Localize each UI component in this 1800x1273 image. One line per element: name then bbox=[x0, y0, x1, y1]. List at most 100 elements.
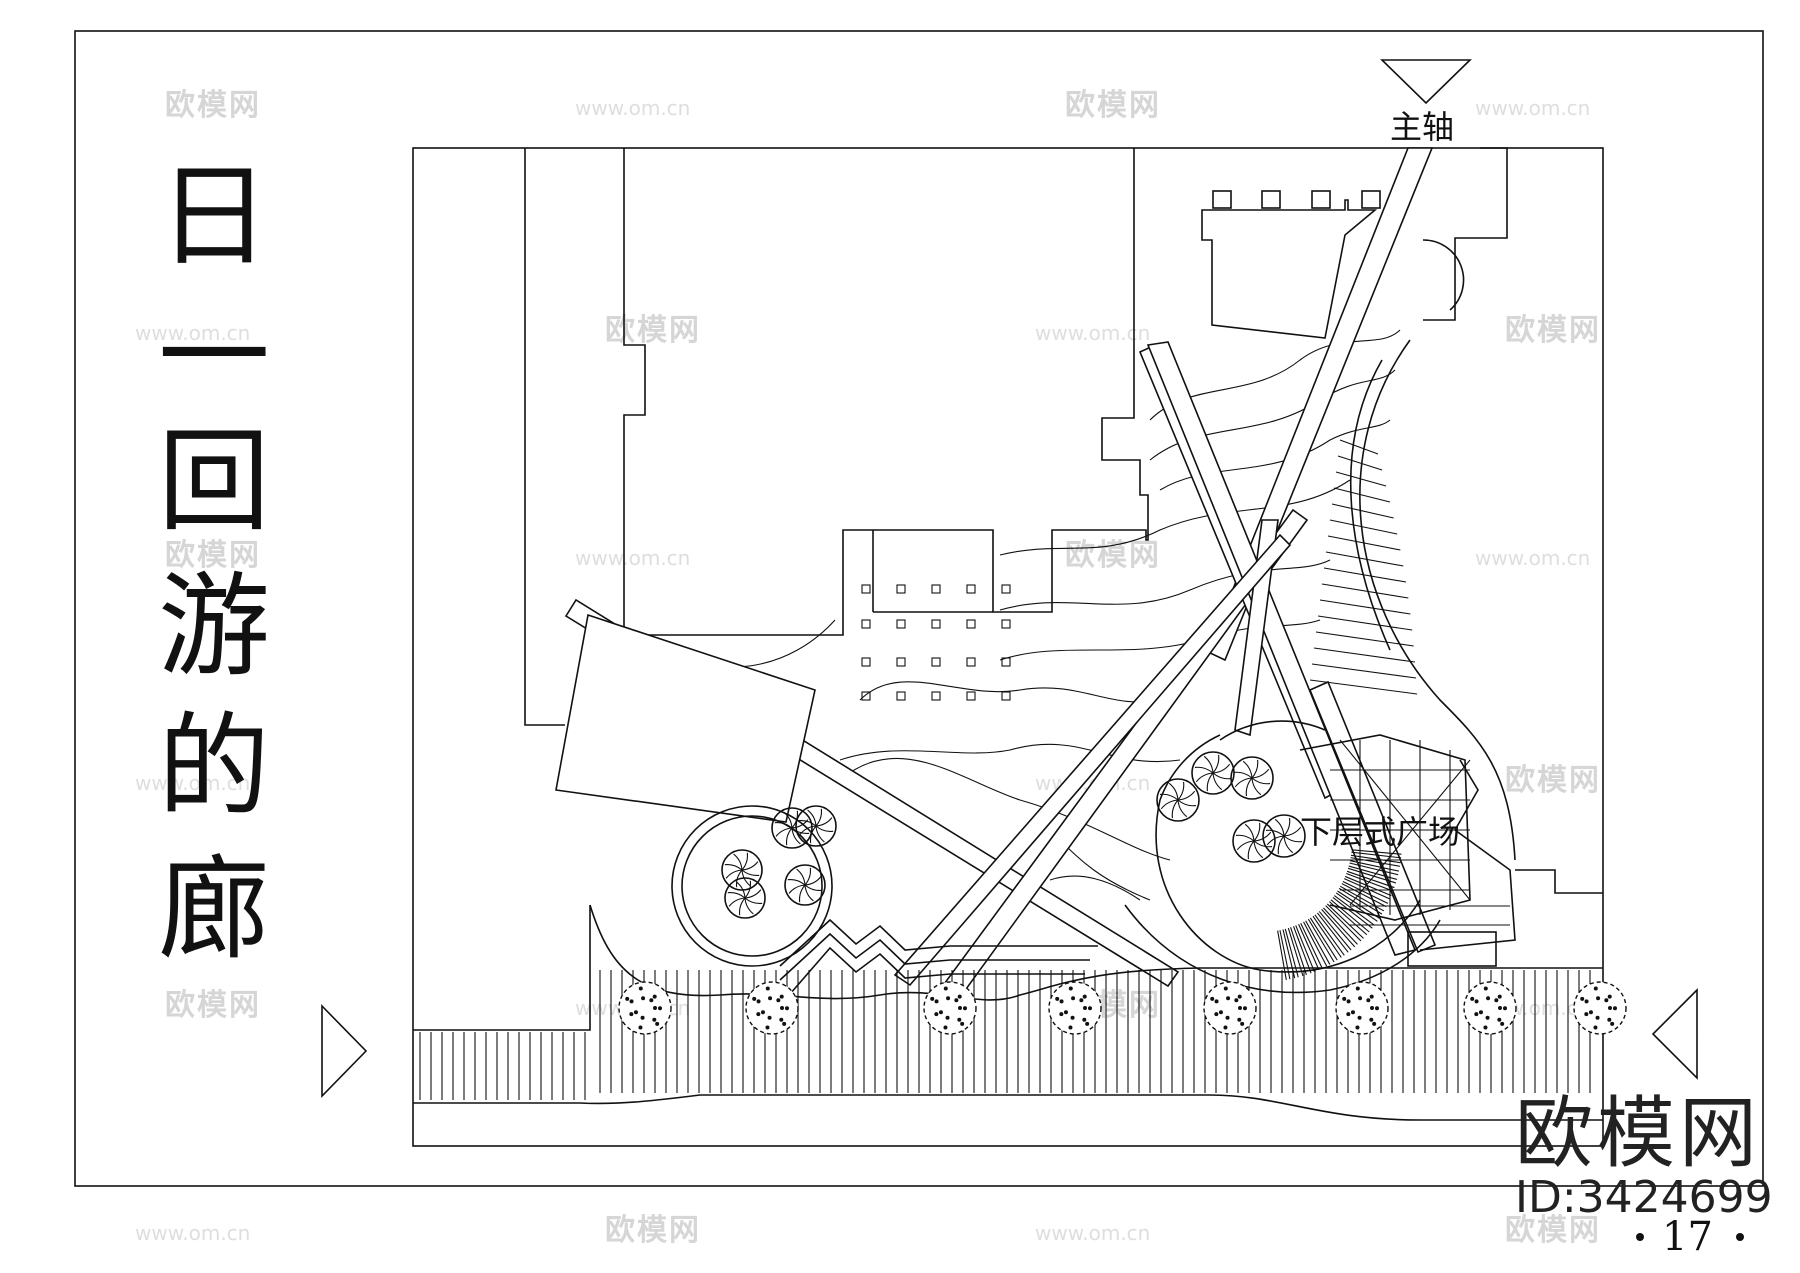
site-boundary bbox=[412, 147, 1604, 1147]
street-tree-icon bbox=[1573, 981, 1627, 1035]
watermark-url: www.om.cn bbox=[575, 96, 690, 120]
watermark-cn: 欧模网 bbox=[165, 88, 261, 123]
tree-pit bbox=[861, 657, 871, 667]
tree-pit bbox=[966, 584, 976, 594]
tree-pit bbox=[966, 691, 976, 701]
tree-pit bbox=[966, 619, 976, 629]
title-char: 廊 bbox=[158, 845, 270, 975]
page-dot-left bbox=[1636, 1233, 1644, 1241]
street-tree-icon bbox=[1203, 981, 1257, 1035]
plaza-step bbox=[1295, 925, 1315, 973]
terrace-step bbox=[1321, 583, 1409, 599]
page-number: 17 bbox=[1636, 1214, 1744, 1260]
terrace-step bbox=[1319, 599, 1411, 615]
plaza-step bbox=[1347, 867, 1397, 884]
plaza-step bbox=[1303, 921, 1328, 967]
plaza-step bbox=[1293, 926, 1312, 974]
lattice-pergola bbox=[1299, 734, 1516, 967]
watermark-cn: 欧模网 bbox=[1065, 538, 1161, 573]
plaza-step bbox=[1309, 917, 1338, 961]
terrace-step bbox=[1311, 663, 1417, 679]
plaza-step bbox=[1337, 890, 1380, 919]
plaza-step bbox=[1348, 865, 1398, 880]
tree-icon bbox=[1232, 819, 1276, 863]
plaza-step bbox=[1307, 918, 1335, 963]
north-arrow-icon bbox=[1380, 59, 1472, 105]
watermark-url: www.om.cn bbox=[135, 1221, 250, 1245]
terrace-step bbox=[1335, 471, 1387, 487]
watermark-cn: 欧模网 bbox=[165, 538, 261, 573]
watermark-cn: 欧模网 bbox=[1505, 313, 1601, 348]
tree-icon bbox=[795, 805, 837, 847]
plaza-step bbox=[1300, 922, 1323, 969]
plaza-step bbox=[1298, 923, 1320, 971]
tree-pit bbox=[966, 657, 976, 667]
watermark-cn: 欧模网 bbox=[605, 1213, 701, 1248]
tree-pit bbox=[861, 691, 871, 701]
corridors bbox=[564, 147, 1437, 1019]
plaza-step bbox=[1335, 892, 1378, 922]
watermark-cn: 欧模网 bbox=[1065, 88, 1161, 123]
buildings bbox=[524, 147, 1603, 894]
title-char: 日 bbox=[158, 152, 270, 282]
street-tree-icon bbox=[923, 981, 977, 1035]
plaza-step bbox=[1312, 915, 1342, 958]
plaza-step bbox=[1316, 912, 1349, 953]
street-tree-icon bbox=[745, 981, 799, 1035]
watermark-url: www.om.cn bbox=[135, 771, 250, 795]
tree-pit-grid bbox=[861, 584, 1011, 701]
tree-pit bbox=[861, 584, 871, 594]
tree-icon bbox=[1191, 751, 1235, 795]
plaza-step bbox=[1346, 873, 1394, 892]
plaza-step bbox=[1341, 883, 1387, 908]
tree-icon bbox=[771, 807, 813, 849]
watermark-url: www.om.cn bbox=[135, 321, 250, 345]
plaza-step bbox=[1350, 854, 1401, 864]
terrace-step bbox=[1317, 615, 1413, 631]
tree-icon bbox=[1156, 778, 1200, 822]
plaza-step bbox=[1305, 920, 1331, 965]
terrace-step bbox=[1331, 503, 1394, 519]
outer-frame bbox=[74, 30, 1764, 1187]
curved-terrace bbox=[1309, 339, 1516, 861]
plaza-step bbox=[1322, 907, 1358, 945]
west-entrance-arrow-icon bbox=[321, 1004, 368, 1098]
tree-icon bbox=[724, 877, 766, 919]
tree-pit bbox=[896, 657, 906, 667]
tree-pit bbox=[931, 619, 941, 629]
left-tree-circle bbox=[671, 805, 837, 967]
south-promenade bbox=[413, 904, 1627, 1121]
tree-pit bbox=[896, 619, 906, 629]
plaza-step bbox=[1344, 875, 1392, 897]
terrace-step bbox=[1315, 631, 1414, 647]
watermark-cn: 欧模网 bbox=[1505, 1213, 1601, 1248]
street-tree-icon bbox=[1335, 981, 1389, 1035]
watermark-url: www.om.cn bbox=[1475, 96, 1590, 120]
street-tree-icon bbox=[1048, 981, 1102, 1035]
brand-logo-text: 欧模网 bbox=[1515, 1089, 1761, 1179]
page-dot-right bbox=[1736, 1233, 1744, 1241]
plaza-step bbox=[1350, 857, 1400, 867]
watermark-url: www.om.cn bbox=[1035, 1221, 1150, 1245]
plaza-step bbox=[1321, 909, 1356, 948]
title-char: 游 bbox=[158, 562, 270, 692]
watermark-cn: 欧模网 bbox=[1505, 763, 1601, 798]
terrace-step bbox=[1313, 647, 1416, 663]
plaza-step bbox=[1277, 930, 1287, 980]
plaza-step bbox=[1330, 899, 1370, 933]
main-axis-label: 主轴 bbox=[1390, 108, 1454, 146]
plaza-step bbox=[1338, 887, 1383, 915]
terrace-step bbox=[1325, 551, 1404, 567]
plaza-step bbox=[1284, 928, 1299, 978]
brand-id-text: ID:3424699 bbox=[1515, 1172, 1773, 1223]
terrace-step bbox=[1327, 535, 1401, 551]
watermark-url: www.om.cn bbox=[1035, 321, 1150, 345]
plaza-step bbox=[1342, 880, 1389, 904]
tree-pit bbox=[861, 619, 871, 629]
plaza-step bbox=[1325, 905, 1362, 942]
tree-icon bbox=[784, 864, 826, 906]
terrace-step bbox=[1337, 455, 1383, 471]
plaza-step bbox=[1326, 903, 1364, 939]
terrace-step bbox=[1333, 487, 1391, 503]
